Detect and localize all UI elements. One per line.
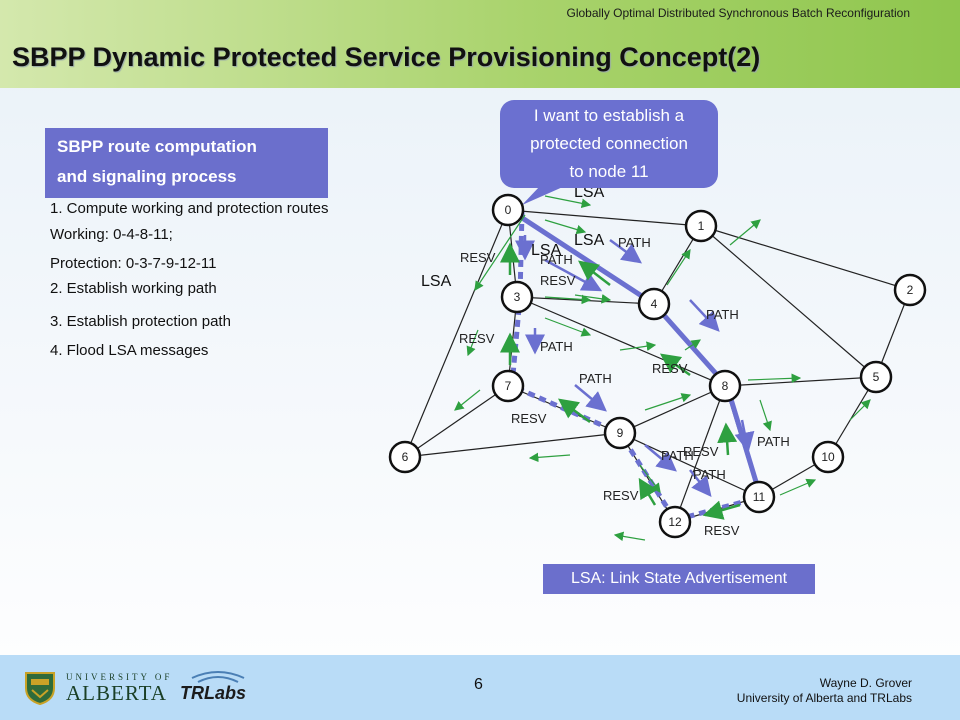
lsa-label-left: LSA (531, 242, 562, 259)
trlabs-logo-icon: TRLabs (180, 671, 246, 703)
univ-small-text: UNIVERSITY OF (66, 672, 173, 682)
resv-label-8: RESV (704, 523, 740, 538)
svg-text:2: 2 (907, 283, 914, 297)
node-3: 3 (500, 280, 534, 314)
header-band (0, 0, 960, 88)
path-label-1: PATH (618, 235, 651, 250)
node-7: 7 (491, 369, 525, 403)
path-arrows (515, 235, 755, 497)
svg-text:9: 9 (617, 426, 624, 440)
node-4: 4 (637, 287, 671, 321)
node-5: 5 (859, 360, 893, 394)
svg-text:1: 1 (698, 219, 705, 233)
path-label-2: PATH (540, 252, 573, 267)
callout-tail (522, 186, 565, 205)
slide-title: SBPP Dynamic Protected Service Provision… (12, 42, 761, 72)
resv-label-1: RESV (460, 250, 496, 265)
resv-label-6: RESV (683, 444, 719, 459)
step-2: 2. Establish working path (50, 280, 217, 297)
svg-text:7: 7 (505, 379, 512, 393)
speech-callout: I want to establish a protected connecti… (500, 100, 718, 188)
node-8: 8 (708, 369, 742, 403)
step-3: 3. Establish protection path (50, 313, 231, 330)
resv-label-3: RESV (459, 331, 495, 346)
resv-arrows (500, 242, 741, 520)
node-12: 12 (658, 505, 692, 539)
path-label-5: PATH (579, 371, 612, 386)
svg-text:12: 12 (668, 515, 682, 529)
svg-text:4: 4 (651, 297, 658, 311)
subtitle-box: SBPP route computation and signaling pro… (45, 128, 328, 198)
footer-band (0, 655, 960, 720)
svg-text:10: 10 (821, 450, 835, 464)
node-11: 11 (742, 480, 776, 514)
node-0: 0 (491, 193, 525, 227)
nodes: 0 1 2 3 4 5 6 7 8 9 10 11 12 (388, 193, 927, 539)
university-crest-icon (25, 672, 55, 706)
step-working: Working: 0-4-8-11; (50, 226, 173, 243)
subtitle-line-2: and signaling process (57, 167, 237, 186)
svg-text:5: 5 (873, 370, 880, 384)
lsa-label-top: LSA (574, 184, 605, 201)
step-4: 4. Flood LSA messages (50, 342, 209, 359)
author-name: Wayne D. Grover (819, 676, 912, 690)
callout-line-2: protected connection (530, 134, 688, 153)
resv-label-4: RESV (652, 361, 688, 376)
path-label-4: PATH (540, 339, 573, 354)
path-label-7: PATH (661, 448, 694, 463)
node-9: 9 (603, 416, 637, 450)
author-affiliation: University of Alberta and TRLabs (736, 691, 912, 705)
step-protection: Protection: 0-3-7-9-12-11 (50, 255, 217, 272)
svg-text:0: 0 (505, 203, 512, 217)
path-label-6: PATH (757, 434, 790, 449)
svg-text:3: 3 (514, 290, 521, 304)
lsa-label-far-left: LSA (421, 273, 452, 290)
author-block: Wayne D. Grover University of Alberta an… (737, 676, 912, 706)
svg-text:6: 6 (402, 450, 409, 464)
lsa-legend: LSA: Link State Advertisement (543, 564, 815, 594)
resv-label-2: RESV (540, 273, 576, 288)
node-2: 2 (893, 273, 927, 307)
page-number: 6 (474, 676, 483, 693)
trlabs-text: TRLabs (180, 683, 246, 703)
lsa-label-mid: LSA (574, 232, 605, 249)
callout-line-3: to node 11 (569, 162, 649, 181)
top-caption: Globally Optimal Distributed Synchronous… (566, 6, 910, 20)
university-logo: UNIVERSITY OF ALBERTA (66, 672, 172, 704)
path-label-3: PATH (706, 307, 739, 322)
svg-text:8: 8 (722, 379, 729, 393)
node-10: 10 (811, 440, 845, 474)
univ-large-text: ALBERTA (66, 681, 167, 705)
path-label-8: PATH (693, 467, 726, 482)
node-1: 1 (684, 209, 718, 243)
subtitle-line-1: SBPP route computation (57, 137, 257, 156)
callout-line-1: I want to establish a (533, 106, 685, 125)
lsa-arrows (454, 195, 871, 542)
node-6: 6 (388, 440, 422, 474)
resv-label-7: RESV (603, 488, 639, 503)
svg-text:11: 11 (753, 490, 766, 504)
step-1: 1. Compute working and protection routes (50, 200, 329, 217)
resv-label-5: RESV (511, 411, 547, 426)
